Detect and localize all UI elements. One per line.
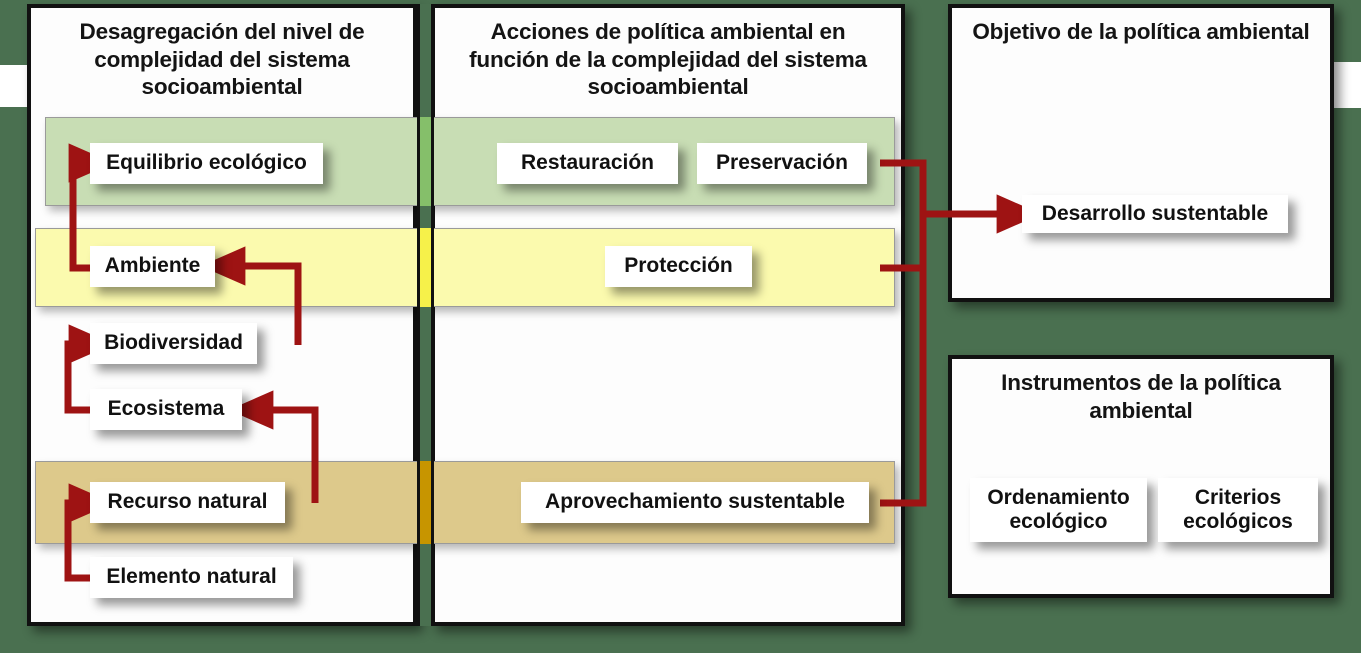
gap-strip-gold (417, 461, 434, 544)
gap-strip-green (417, 117, 434, 206)
left-edge-notch (0, 65, 27, 107)
gap-strip-yellow (417, 228, 434, 307)
gap-segment-top (417, 4, 434, 117)
chip-ambiente[interactable]: Ambiente (90, 246, 215, 287)
panel-desagregacion-title: Desagregación del nivel de complejidad d… (79, 19, 365, 100)
gap-segment-bottom (417, 544, 434, 626)
panel-instrumentos-title: Instrumentos de la política ambiental (1001, 370, 1281, 423)
panel-acciones-title: Acciones de política ambiental en funció… (469, 19, 867, 100)
chip-biodiversidad[interactable]: Biodiversidad (90, 323, 257, 364)
chip-elemento-natural[interactable]: Elemento natural (90, 557, 293, 598)
chip-equilibrio-ecologico[interactable]: Equilibrio ecológico (90, 143, 323, 184)
chip-aprovechamiento-sustentable[interactable]: Aprovechamiento sustentable (521, 482, 869, 523)
panel-objetivo-title: Objetivo de la política ambiental (972, 19, 1310, 44)
chip-restauracion[interactable]: Restauración (497, 143, 678, 184)
chip-recurso-natural[interactable]: Recurso natural (90, 482, 285, 523)
gap-segment-a (417, 206, 434, 228)
chip-preservacion[interactable]: Preservación (697, 143, 867, 184)
chip-criterios-ecologicos[interactable]: Criterios ecológicos (1158, 478, 1318, 542)
chip-ordenamiento-ecologico[interactable]: Ordenamiento ecológico (970, 478, 1147, 542)
chip-ecosistema[interactable]: Ecosistema (90, 389, 242, 430)
chip-desarrollo-sustentable[interactable]: Desarrollo sustentable (1022, 195, 1288, 233)
gap-segment-b (417, 307, 434, 461)
panel-instrumentos: Instrumentos de la política ambiental (948, 355, 1334, 598)
chip-proteccion[interactable]: Protección (605, 246, 752, 287)
panel-objetivo: Objetivo de la política ambiental (948, 4, 1334, 302)
right-edge-notch (1334, 62, 1361, 108)
